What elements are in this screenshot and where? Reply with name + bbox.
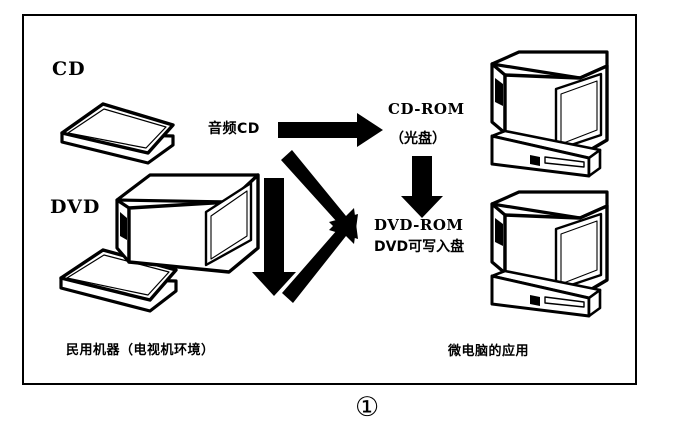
label-dvd: DVD <box>50 196 101 218</box>
label-cd-rom-subtitle: （光盘） <box>390 131 446 147</box>
figure-number: ① <box>355 392 380 423</box>
label-audio-cd: 音频CD <box>208 121 260 137</box>
figure-frame-border <box>22 14 637 385</box>
label-dvd-rom: DVD-ROM <box>374 216 464 234</box>
label-dvd-writable: DVD可写入盘 <box>374 239 465 255</box>
label-cd-rom: CD-ROM <box>388 100 465 118</box>
caption-consumer-devices: 民用机器（电视机环境） <box>66 343 215 358</box>
caption-pc-applications: 微电脑的应用 <box>448 344 530 359</box>
label-cd: CD <box>52 58 86 80</box>
